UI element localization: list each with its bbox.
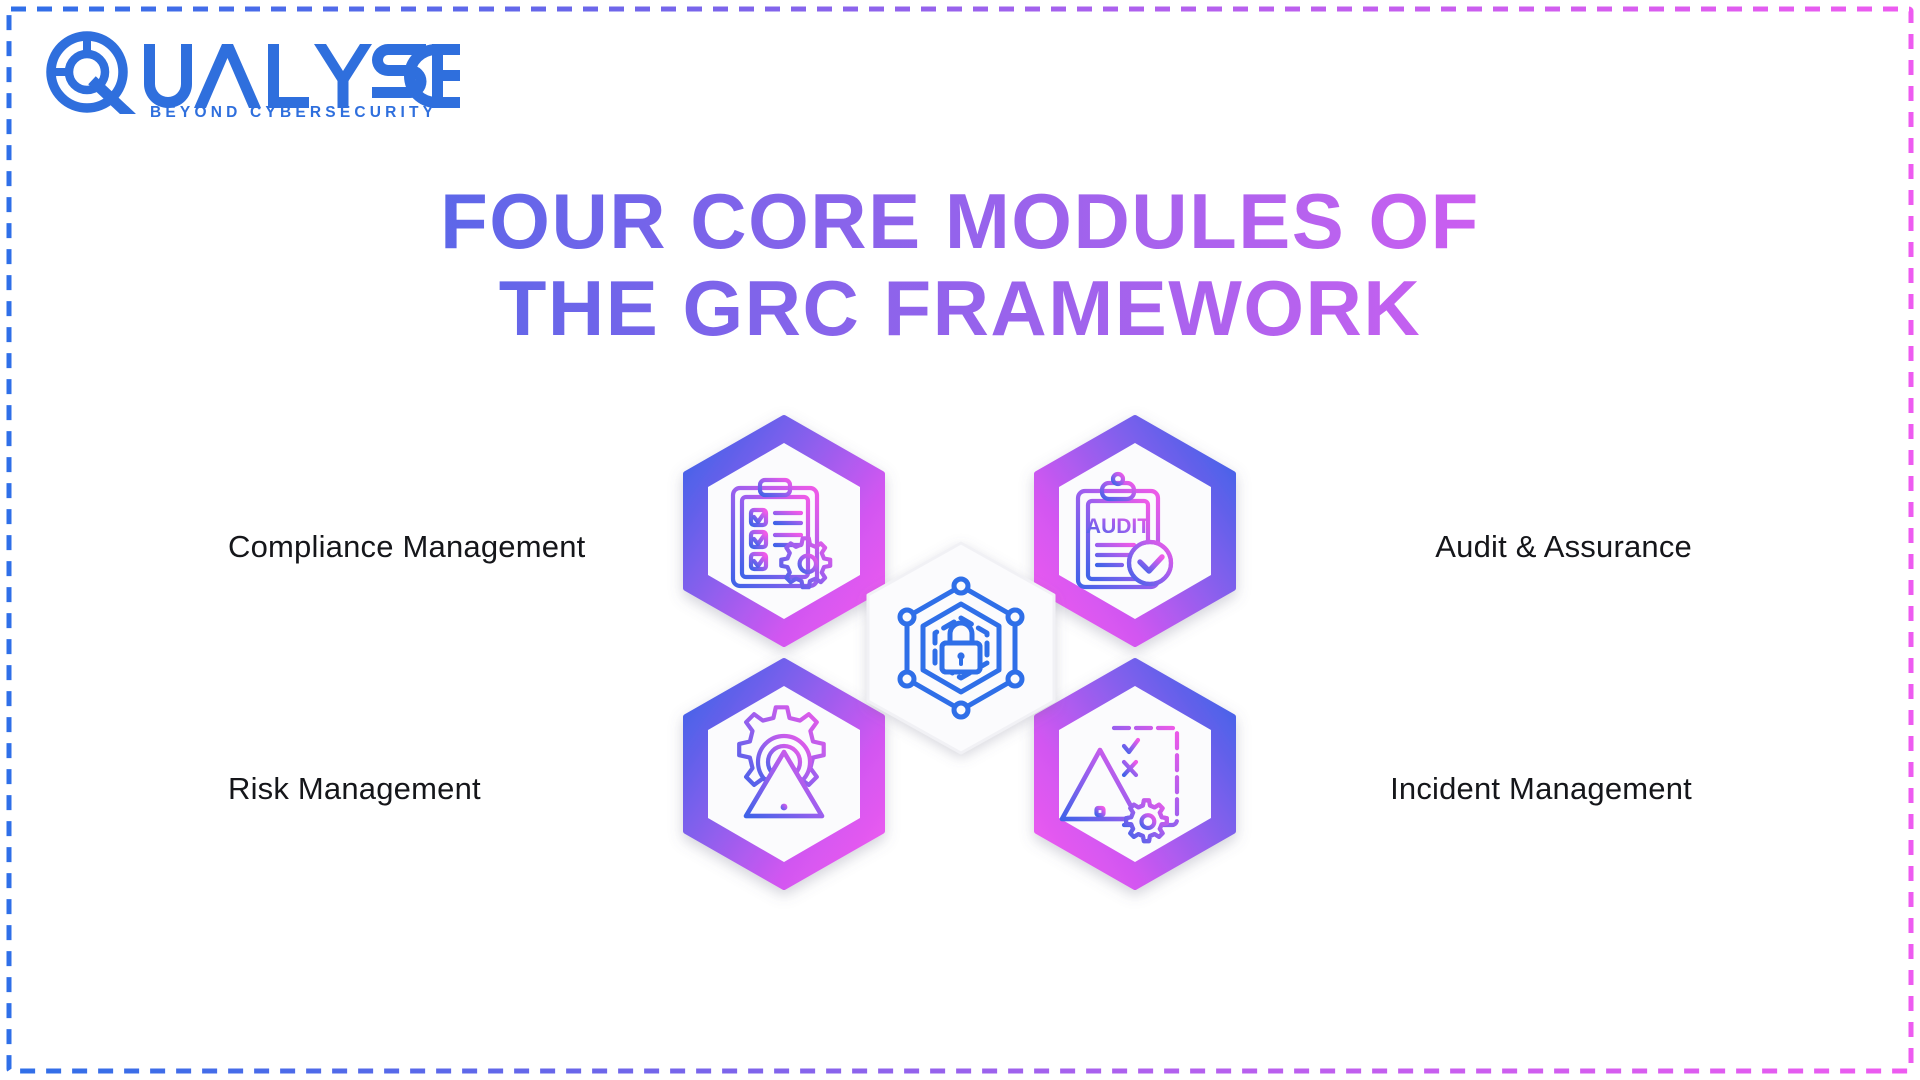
center-hexagon-badge[interactable] [850, 537, 1072, 759]
module-label: Incident Management [1390, 771, 1692, 806]
audit-icon-text: AUDIT [1086, 515, 1150, 538]
module-label: Audit & Assurance [1435, 529, 1692, 564]
title-line-1: FOUR CORE MODULES OF [0, 177, 1920, 265]
brand-tagline: BEYOND CYBERSECURITY [150, 104, 438, 121]
title-line-2: THE GRC FRAMEWORK [0, 264, 1920, 352]
qualysec-wordmark-icon [46, 31, 460, 114]
module-label: Compliance Management [228, 529, 586, 564]
modules-diagram: Compliance Management Audit & Assurance … [0, 415, 1920, 915]
module-label: Risk Management [228, 771, 481, 806]
brand-logo: BEYOND CYBERSECURITY [40, 26, 460, 126]
page-title: FOUR CORE MODULES OF THE GRC FRAMEWORK [0, 177, 1920, 353]
